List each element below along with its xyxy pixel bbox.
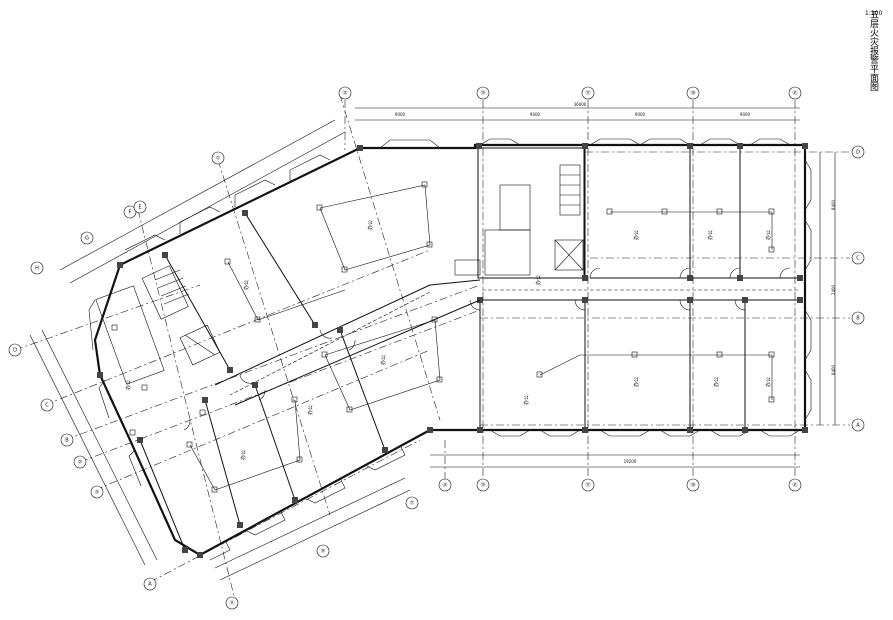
drawing-title-block: 五层火灾报警平面图 1:100 (865, 10, 885, 120)
axis-bubbles (8, 86, 865, 610)
axis-label: B (856, 316, 860, 322)
room-label: 办公 (707, 230, 714, 240)
drawing-title: 五层火灾报警平面图 (868, 10, 878, 91)
room-label: 办公 (243, 280, 250, 290)
room-label: 办公 (713, 377, 720, 387)
axis-label: ⑲ (690, 482, 695, 489)
dim-text: 9000 (530, 112, 541, 117)
room-label: 办公 (125, 380, 132, 390)
room-label: 办公 (535, 275, 542, 285)
left-wing (88, 145, 481, 561)
axis-label: ㉑ (792, 482, 797, 489)
grid-axes (14, 94, 850, 601)
dim-text: 36000 (574, 102, 587, 107)
axis-label: ① (216, 156, 221, 162)
dim-text: 9000 (635, 112, 646, 117)
axis-label: ⑰ (585, 90, 590, 97)
room-label: 办公 (765, 377, 772, 387)
axis-label: ⑬ (442, 482, 447, 489)
axis-label: ⑦ (410, 501, 415, 507)
axis-label: ③ (95, 490, 99, 496)
axis-label: ㉑ (792, 90, 797, 97)
dim-text: 8400 (831, 364, 836, 375)
axis-label: D (856, 150, 860, 156)
axis-label: B (65, 438, 69, 444)
axis-label: D (13, 348, 17, 354)
right-wing (360, 138, 812, 437)
dim-text: 8400 (831, 199, 836, 210)
axis-label: E (138, 205, 141, 211)
room-label: 办公 (367, 220, 374, 230)
axis-label: ⑪ (229, 600, 234, 607)
axis-label: C (856, 256, 860, 262)
axis-label: ⑬ (342, 90, 347, 97)
room-label: 办公 (240, 450, 247, 460)
room-label: 办公 (380, 355, 387, 365)
axis-label: G (85, 236, 89, 242)
room-label: 办公 (307, 405, 314, 415)
axis-label: H (35, 266, 39, 272)
drawing-scale: 1:100 (865, 10, 883, 17)
dimension-texts: 9000 9000 9000 9000 36000 8400 2400 8400… (395, 102, 836, 464)
axis-label: A (148, 582, 152, 588)
alarm-wiring (111, 181, 800, 493)
axis-label: ⑮ (480, 90, 485, 97)
dimension-lines (29, 107, 836, 581)
dim-text: 19200 (624, 459, 637, 464)
axis-bubble-labels: ⑬ ⑮ ⑰ ⑲ ㉑ ⑬ ⑮ ⑰ ⑲ ㉑ D C B A H G F E D C … (13, 90, 860, 607)
axis-label: ⑨ (321, 549, 325, 555)
axis-label: A (856, 423, 860, 429)
room-labels: 办公 办公 办公 办公 办公 办公 办公 办公 办公 办公 办公 办公 办公 办… (125, 220, 772, 460)
room-label: 办公 (765, 230, 772, 240)
axis-label: C (45, 403, 49, 409)
room-label: 办公 (523, 395, 530, 405)
dim-text: 9000 (740, 112, 751, 117)
axis-label: ⑰ (585, 482, 590, 489)
dim-text: 9000 (395, 112, 406, 117)
room-label: 办公 (633, 230, 640, 240)
axis-label: ⑮ (480, 482, 485, 489)
axis-label: F (129, 210, 132, 216)
dim-text: 2400 (831, 284, 836, 295)
axis-label: ⑲ (690, 90, 695, 97)
axis-label: ② (78, 460, 83, 466)
room-label: 办公 (633, 377, 640, 387)
